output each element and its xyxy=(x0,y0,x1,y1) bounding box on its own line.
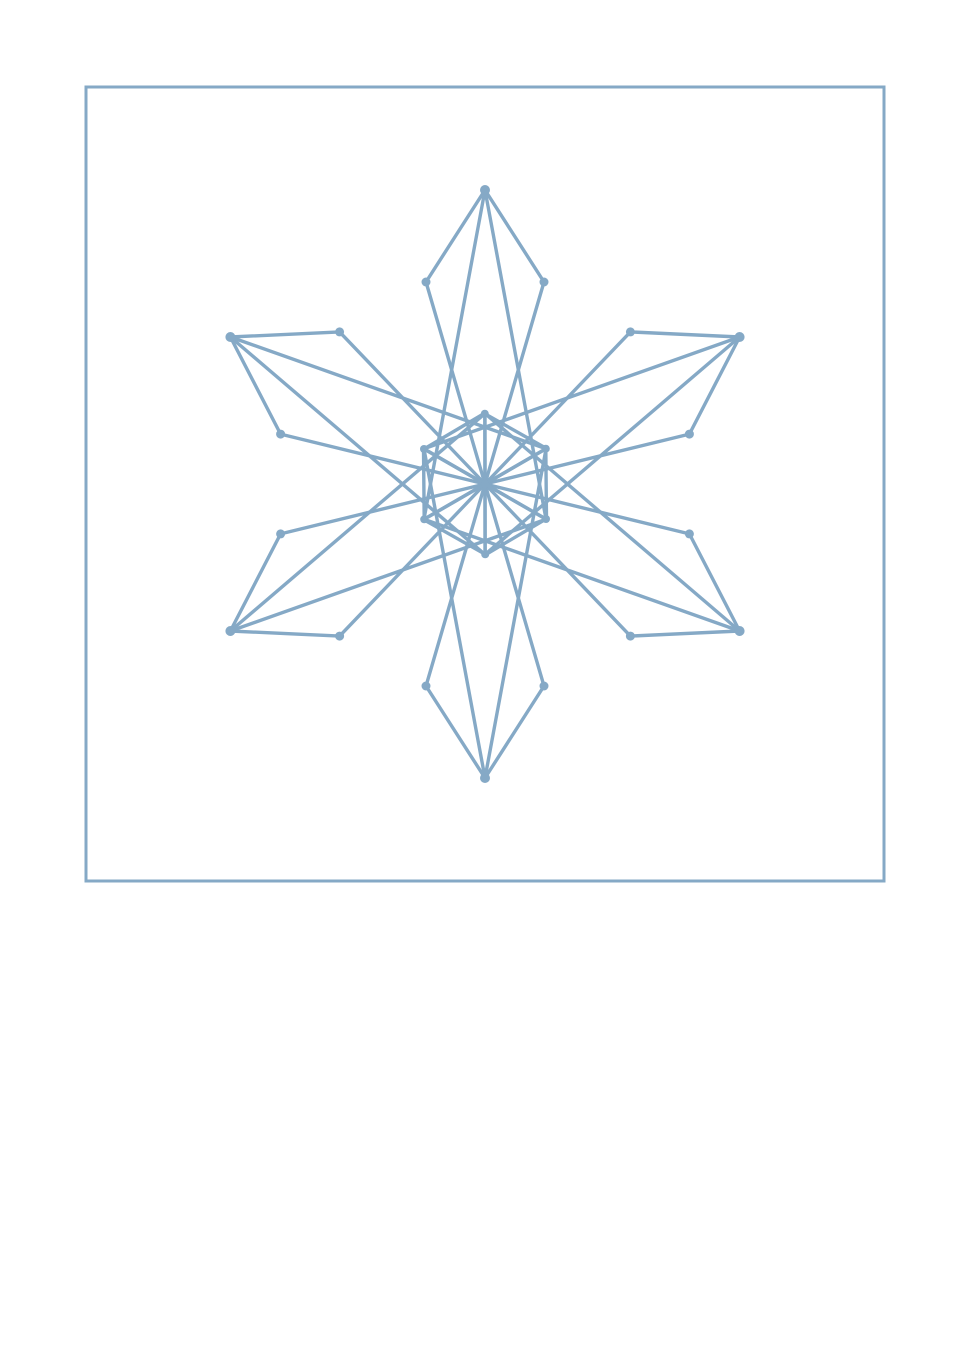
arm-tip-node xyxy=(225,332,236,342)
arm-edge xyxy=(228,335,283,436)
inner-spoke xyxy=(483,447,548,486)
arm-tip-node xyxy=(225,626,236,636)
arm-spoke xyxy=(278,482,487,536)
center-node xyxy=(481,480,489,488)
inner-node xyxy=(481,550,490,559)
arm-edge xyxy=(424,684,487,780)
inner-node xyxy=(480,409,489,418)
arm-long-edge xyxy=(422,188,487,521)
arm-tip-node xyxy=(734,626,745,636)
arm-side-node xyxy=(276,529,286,539)
arm-edge xyxy=(687,335,742,436)
arm-spoke xyxy=(424,280,487,486)
arm-spoke xyxy=(424,482,487,688)
arm-long-edge xyxy=(422,517,742,633)
arm-side-node xyxy=(625,327,635,337)
arm-edge xyxy=(628,629,742,638)
inner-hexagon-edge xyxy=(422,411,487,451)
star-nodes xyxy=(225,185,745,783)
arm-spoke xyxy=(483,482,692,536)
arm-spoke xyxy=(278,432,487,486)
arm-spoke xyxy=(483,482,633,638)
arm-edge xyxy=(483,188,546,284)
arm-edge xyxy=(228,330,342,339)
inner-node xyxy=(420,515,429,524)
arm-side-node xyxy=(539,681,549,691)
arm-long-edge xyxy=(483,447,548,780)
inner-node xyxy=(420,445,428,453)
arm-long-edge xyxy=(228,517,548,633)
arm-long-edge xyxy=(422,447,487,780)
arm-side-node xyxy=(276,429,286,439)
inner-spoke xyxy=(483,482,548,521)
arm-long-edge xyxy=(483,188,548,521)
arm-spoke xyxy=(483,330,633,486)
arm-tip-node xyxy=(480,773,490,783)
inner-node xyxy=(541,444,550,453)
inner-hexagon-edge xyxy=(483,517,548,557)
arm-tip-node xyxy=(734,332,745,342)
arm-spoke xyxy=(483,482,546,688)
arm-spoke xyxy=(337,482,487,638)
arm-tip-node xyxy=(480,185,490,195)
arm-spoke xyxy=(483,432,692,486)
arm-side-node xyxy=(421,277,431,287)
arm-edge xyxy=(228,532,283,633)
arm-long-edge xyxy=(483,412,742,633)
arm-side-node xyxy=(625,631,635,641)
arm-side-node xyxy=(684,529,694,539)
arm-side-node xyxy=(539,277,549,287)
inner-spoke xyxy=(421,446,487,486)
inner-hexagon-edge xyxy=(483,412,549,451)
arm-long-edge xyxy=(228,335,487,556)
inner-node xyxy=(542,515,550,523)
arm-long-edge xyxy=(483,335,742,556)
arm-edge xyxy=(628,330,742,339)
arm-spoke xyxy=(483,280,546,486)
arm-edge xyxy=(687,532,742,633)
arm-edge xyxy=(424,188,487,284)
arm-spoke xyxy=(337,330,487,486)
arm-side-node xyxy=(335,631,345,641)
arm-long-edge xyxy=(228,335,548,451)
arm-side-node xyxy=(421,681,431,691)
inner-spoke xyxy=(422,482,487,521)
inner-hexagon-edge xyxy=(544,447,549,522)
arm-edge xyxy=(483,684,546,780)
arm-side-node xyxy=(335,327,345,337)
inner-hexagon-edge xyxy=(421,446,426,521)
square-frame xyxy=(84,85,886,883)
inner-hexagon-edge xyxy=(421,517,487,556)
star-edges xyxy=(228,188,742,780)
arm-edge xyxy=(228,629,342,638)
arm-long-edge xyxy=(422,335,742,451)
arm-side-node xyxy=(684,429,694,439)
arm-long-edge xyxy=(228,412,487,633)
